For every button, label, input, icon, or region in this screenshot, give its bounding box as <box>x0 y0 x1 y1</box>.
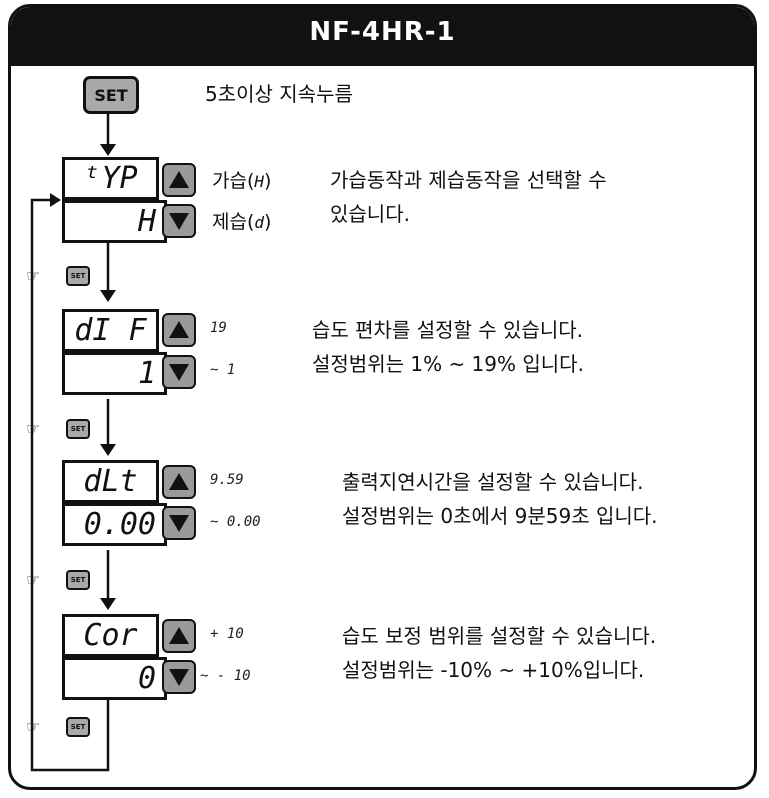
desc-line: 설정범위는 1% ~ 19% 입니다. <box>312 352 584 376</box>
mode-label-text: 가습( <box>212 170 255 192</box>
pointing-hand-icon: ☞ <box>26 570 41 589</box>
up-button[interactable] <box>162 313 196 347</box>
diagram-title: NF-4HR-1 <box>309 17 456 47</box>
down-button[interactable] <box>162 506 196 540</box>
desc-line: 설정범위는 0초에서 9분59초 입니다. <box>342 504 658 528</box>
up-arrow-icon <box>169 321 189 338</box>
press-set-hint: ☞ SET <box>26 266 90 288</box>
desc-typ: 가습동작과 제습동작을 선택할 수 있습니다. <box>330 163 607 231</box>
desc-dif: 습도 편차를 설정할 수 있습니다. 설정범위는 1% ~ 19% 입니다. <box>312 313 584 381</box>
set-button-small: SET <box>66 419 90 439</box>
pointing-hand-icon: ☞ <box>26 266 41 285</box>
lcd-param-cor: Cor <box>62 614 159 657</box>
press-set-hint: ☞ SET <box>26 717 90 739</box>
pointing-hand-icon: ☞ <box>26 419 41 438</box>
lcd-param-dif: dI F <box>62 309 159 352</box>
mode-label-tail: ) <box>264 211 272 233</box>
down-arrow-icon <box>169 515 189 532</box>
desc-cor: 습도 보정 범위를 설정할 수 있습니다. 설정범위는 -10% ~ +10%입… <box>342 619 656 687</box>
lcd-value-cor: 0 <box>62 657 167 700</box>
down-arrow-icon <box>169 213 189 230</box>
set-button-small: SET <box>66 570 90 590</box>
desc-line: 습도 편차를 설정할 수 있습니다. <box>312 318 583 342</box>
set-button-small: SET <box>66 717 90 737</box>
up-button[interactable] <box>162 619 196 653</box>
down-button[interactable] <box>162 204 196 238</box>
down-button[interactable] <box>162 660 196 694</box>
down-button[interactable] <box>162 355 196 389</box>
range-min: ~ 1 <box>210 362 236 378</box>
diagram-frame: NF-4HR-1 <box>8 4 757 790</box>
intro-text: 5초이상 지속누름 <box>205 82 353 106</box>
lcd-param-typ: ᵗYP <box>62 157 159 200</box>
down-arrow-icon <box>169 669 189 686</box>
range-min: ~ - 10 <box>200 668 251 684</box>
up-button[interactable] <box>162 163 196 197</box>
down-arrow-icon <box>169 364 189 381</box>
set-button-small: SET <box>66 266 90 286</box>
range-min: ~ 0.00 <box>210 514 261 530</box>
mode-label-humidify: 가습(H) <box>212 166 271 193</box>
range-max: 19 <box>210 320 227 336</box>
desc-line: 가습동작과 제습동작을 선택할 수 <box>330 168 607 192</box>
desc-line: 있습니다. <box>330 202 410 226</box>
lcd-param-dlt: dLt <box>62 460 159 503</box>
mode-code: d <box>254 213 265 232</box>
mode-label-dehumidify: 제습(d) <box>212 207 271 234</box>
set-button[interactable]: SET <box>83 76 139 114</box>
pointing-hand-icon: ☞ <box>26 717 41 736</box>
range-max: 9.59 <box>210 472 244 488</box>
mode-label-tail: ) <box>264 170 272 192</box>
mode-label-text: 제습( <box>212 211 255 233</box>
up-arrow-icon <box>169 473 189 490</box>
desc-line: 습도 보정 범위를 설정할 수 있습니다. <box>342 624 657 648</box>
press-set-hint: ☞ SET <box>26 570 90 592</box>
desc-line: 출력지연시간을 설정할 수 있습니다. <box>342 470 644 494</box>
lcd-value-dlt: 0.00 <box>62 503 167 546</box>
lcd-value-dif: 1 <box>62 352 167 395</box>
desc-line: 설정범위는 -10% ~ +10%입니다. <box>342 658 645 682</box>
mode-code: H <box>254 172 265 191</box>
up-button[interactable] <box>162 465 196 499</box>
desc-dlt: 출력지연시간을 설정할 수 있습니다. 설정범위는 0초에서 9분59초 입니다… <box>342 465 658 533</box>
lcd-value-typ: H <box>62 200 167 243</box>
up-arrow-icon <box>169 627 189 644</box>
title-bar: NF-4HR-1 <box>11 7 754 66</box>
range-max: + 10 <box>210 626 244 642</box>
press-set-hint: ☞ SET <box>26 419 90 441</box>
up-arrow-icon <box>169 171 189 188</box>
